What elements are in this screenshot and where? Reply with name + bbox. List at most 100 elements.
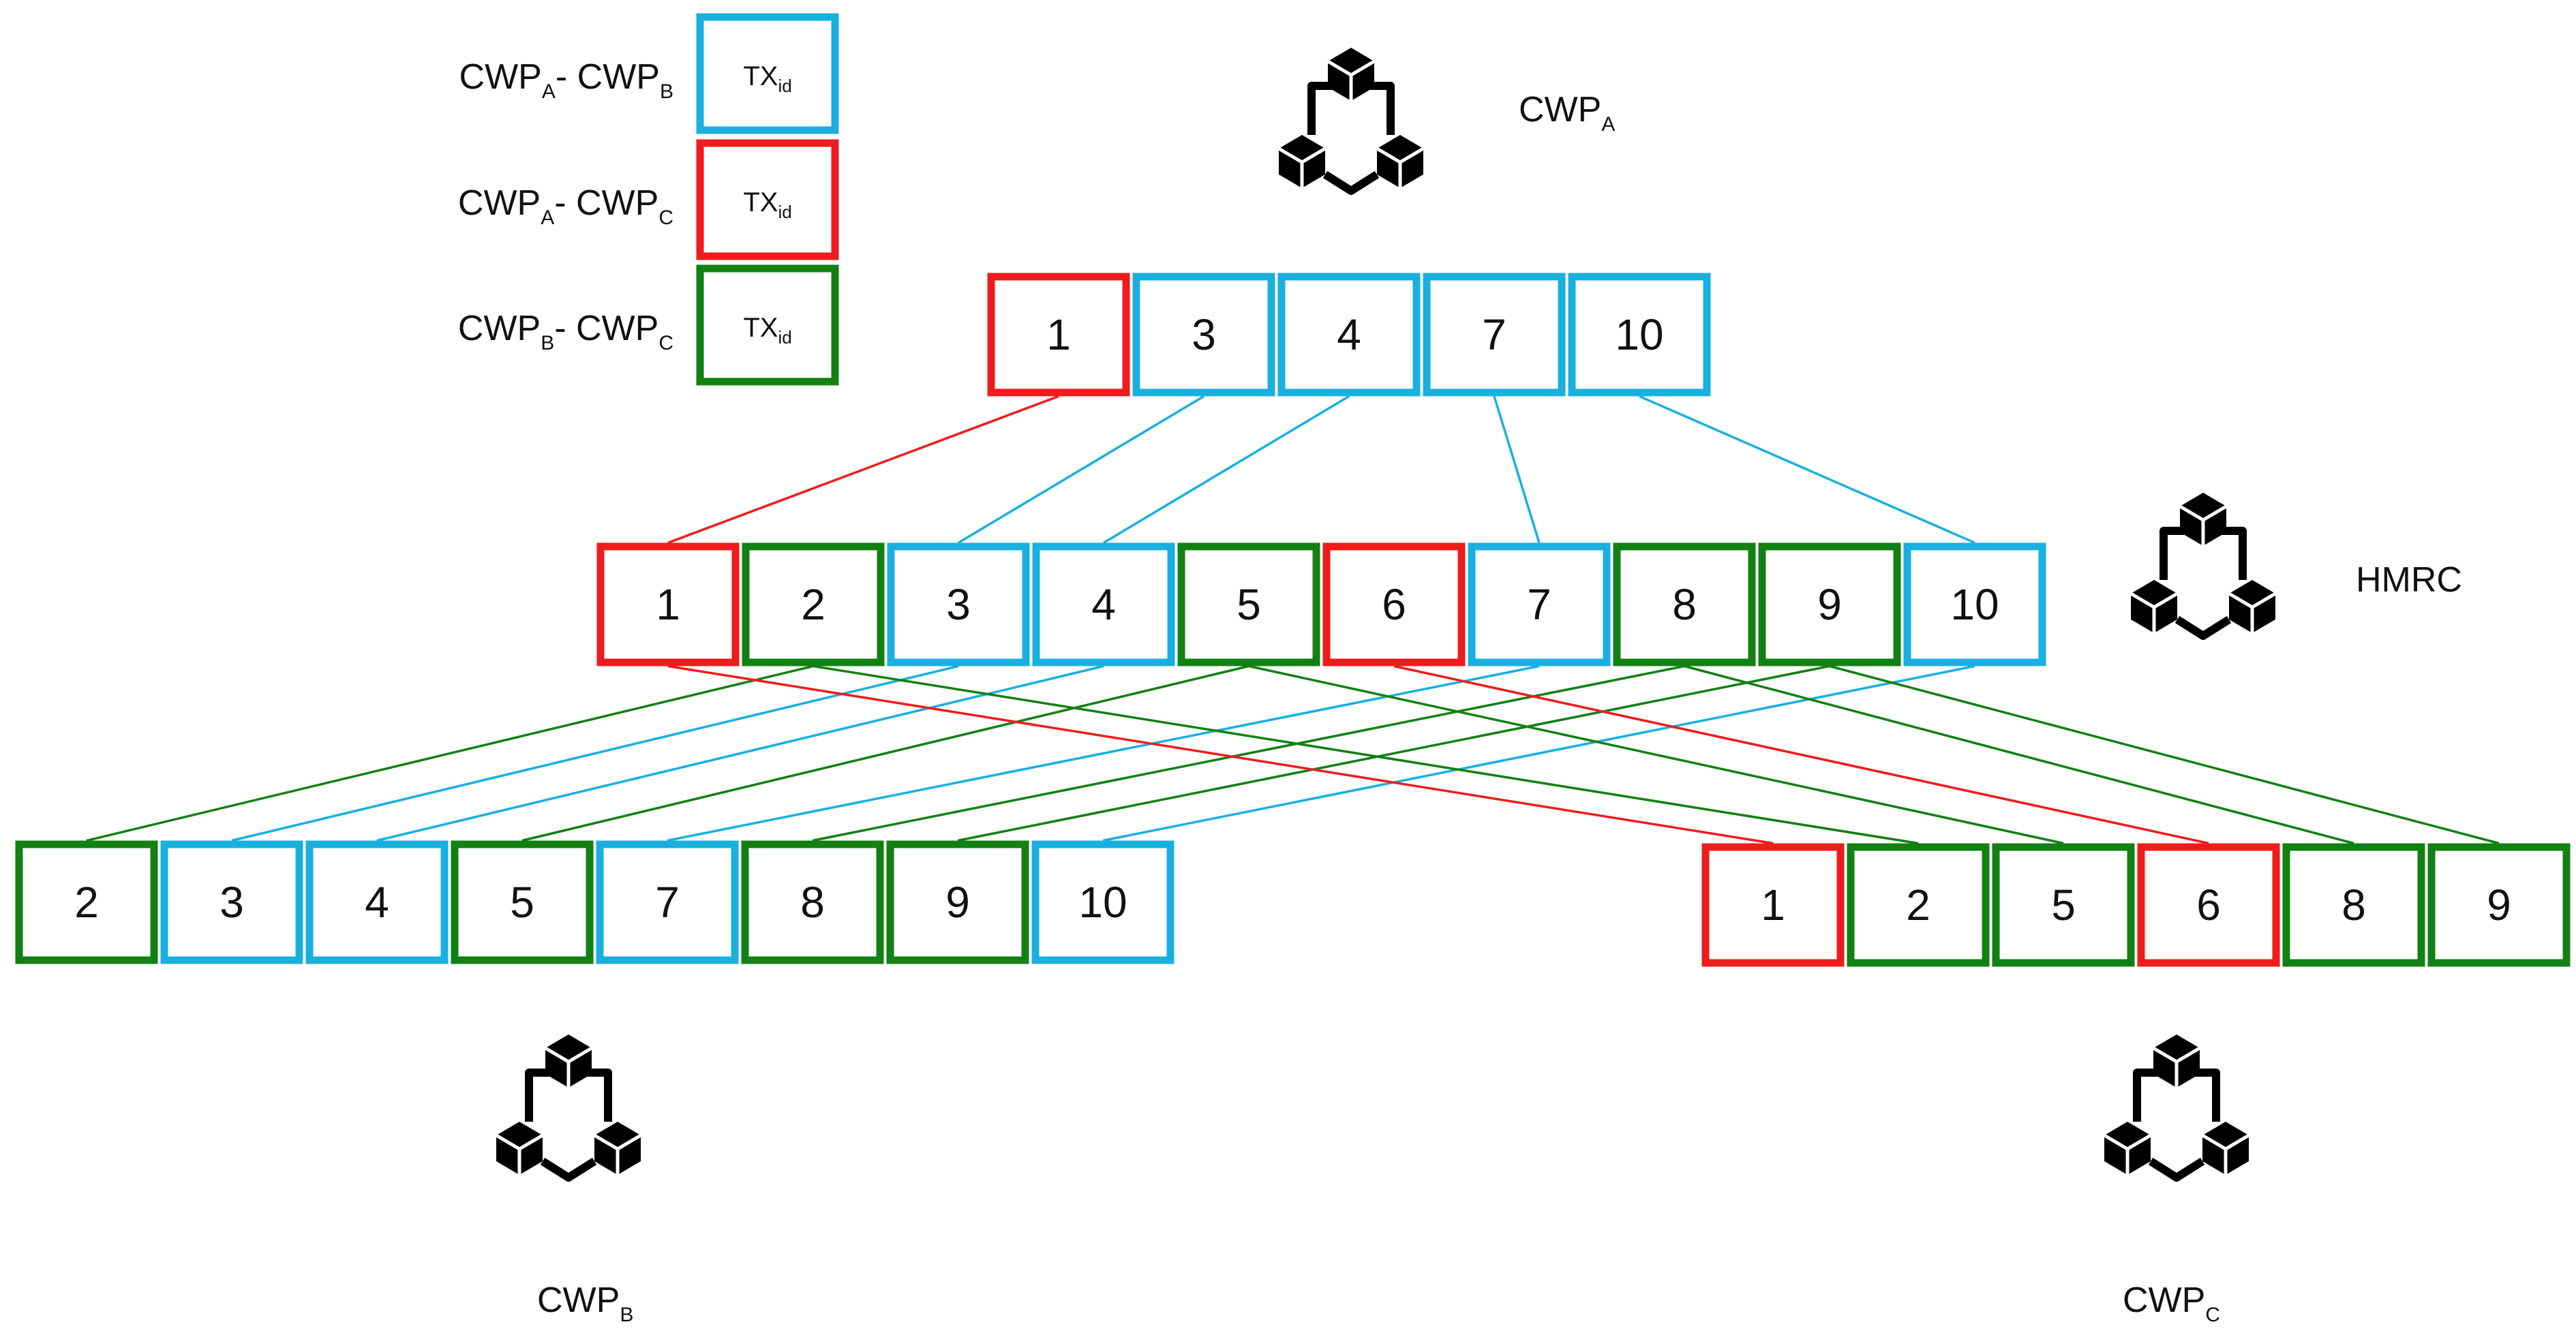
tx-id-label: 3 [1192,310,1216,359]
hmrc-tx-3: 3 [887,542,1030,666]
cwpc-tx-8: 8 [2282,843,2425,967]
cwpb-transaction-row: 2 3 4 5 7 8 9 10 [15,840,1175,964]
legend-txid-label: TXid [743,61,791,96]
link-hmrc-cwpb-2 [86,664,814,842]
link-cwpa-hmrc-3 [958,395,1204,544]
tx-id-label: 4 [1091,580,1116,629]
legend-item-a-b: CWPA- CWPB TXid [459,13,839,134]
cwpa-tx-3: 3 [1132,273,1275,397]
cwpc-tx-1: 1 [1701,843,1845,967]
legend-swatch [696,13,839,134]
tx-id-label: 1 [656,580,680,629]
link-hmrc-cwpb-3 [231,664,959,842]
hmrc-blockchain-icon [2131,493,2275,636]
link-hmrc-cwpb-10 [1102,664,1975,842]
cwpb-tx-7: 7 [596,840,739,964]
link-hmrc-cwpc-9 [1829,664,2500,845]
tx-id-label: 8 [2342,880,2366,930]
link-hmrc-cwpc-1 [667,664,1774,845]
tx-id-label: 8 [1672,580,1697,629]
link-cwpa-hmrc-4 [1103,395,1350,544]
tx-id-label: 1 [1761,880,1785,930]
tx-id-label: 7 [655,878,680,927]
cwpa-tx-1: 1 [987,273,1130,397]
cwpa-transaction-row: 1 3 4 7 10 [987,273,1711,397]
link-hmrc-cwpc-6 [1393,664,2209,845]
legend-swatch [696,264,839,386]
link-cwpa-hmrc-1 [667,395,1059,544]
legend-label: CWPA- CWPB [459,57,673,103]
cwpa-tx-4: 4 [1277,273,1421,397]
cwpa-tx-10: 10 [1568,273,1711,397]
legend-txid-label: TXid [743,313,791,348]
link-hmrc-cwpb-8 [812,664,1685,842]
cwpc-blockchain-icon [2104,1034,2249,1178]
tx-id-label: 8 [800,878,825,927]
tx-id-label: 2 [801,580,825,629]
tx-id-label: 9 [1817,580,1842,629]
hmrc-tx-9: 9 [1758,542,1901,666]
tx-id-label: 7 [1482,310,1506,359]
link-hmrc-cwpc-5 [1248,664,2064,845]
cwpa-label: CWPA [1519,90,1615,136]
legend-label: CWPB- CWPC [458,309,673,354]
connection-lines [86,395,2500,845]
tx-id-label: 6 [1382,580,1406,629]
cwpc-tx-5: 5 [1992,843,2135,967]
link-hmrc-cwpb-7 [667,664,1540,842]
cwpb-blockchain-icon [496,1034,641,1178]
tx-id-label: 4 [365,878,389,927]
link-hmrc-cwpb-5 [521,664,1249,842]
link-hmrc-cwpb-9 [957,664,1830,842]
link-hmrc-cwpb-4 [376,664,1104,842]
hmrc-tx-6: 6 [1322,542,1466,666]
cwpb-tx-8: 8 [741,840,884,964]
cwpb-tx-3: 3 [160,840,303,964]
tx-id-label: 10 [1078,878,1127,927]
tx-id-label: 6 [2196,880,2221,930]
tx-id-label: 1 [1046,310,1071,359]
tx-id-label: 2 [1906,880,1930,930]
cwpb-tx-10: 10 [1031,840,1175,964]
tx-id-label: 2 [74,878,99,927]
tx-id-label: 10 [1950,580,1999,629]
cwpb-tx-5: 5 [451,840,594,964]
hmrc-label: HMRC [2356,560,2462,600]
hmrc-tx-4: 4 [1032,542,1175,666]
cwpb-tx-9: 9 [886,840,1029,964]
legend-label: CWPA- CWPC [458,183,673,229]
tx-id-label: 5 [2051,880,2076,930]
link-hmrc-cwpc-2 [813,664,1919,845]
cwpa-tx-7: 7 [1423,273,1566,397]
legend-swatch [696,139,839,260]
legend-item-b-c: CWPB- CWPC TXid [458,264,839,386]
tx-id-label: 5 [1237,580,1261,629]
hmrc-tx-1: 1 [596,542,740,666]
hmrc-tx-8: 8 [1613,542,1756,666]
cwpc-transaction-row: 1 2 5 6 8 9 [1701,843,2571,967]
tx-id-label: 3 [219,878,244,927]
cwpb-tx-2: 2 [15,840,158,964]
cwpc-tx-2: 2 [1847,843,1990,967]
hmrc-tx-2: 2 [742,542,885,666]
cwpc-tx-9: 9 [2427,843,2571,967]
tx-id-label: 9 [2487,880,2511,930]
tx-id-label: 5 [510,878,534,927]
cwpb-tx-4: 4 [305,840,449,964]
tx-id-label: 7 [1527,580,1551,629]
tx-id-label: 10 [1615,310,1663,359]
hmrc-tx-7: 7 [1468,542,1611,666]
cwpc-tx-6: 6 [2137,843,2280,967]
tx-id-label: 4 [1337,310,1361,359]
cwpb-label: CWPB [537,1280,633,1326]
hmrc-tx-10: 10 [1903,542,2046,666]
cwpc-label: CWPC [2123,1280,2220,1326]
tx-id-label: 9 [945,878,970,927]
link-hmrc-cwpc-8 [1684,664,2354,845]
hmrc-transaction-row: 1 2 3 4 5 6 7 8 9 10 [596,542,2046,666]
hmrc-tx-5: 5 [1177,542,1320,666]
tx-id-label: 3 [946,580,971,629]
